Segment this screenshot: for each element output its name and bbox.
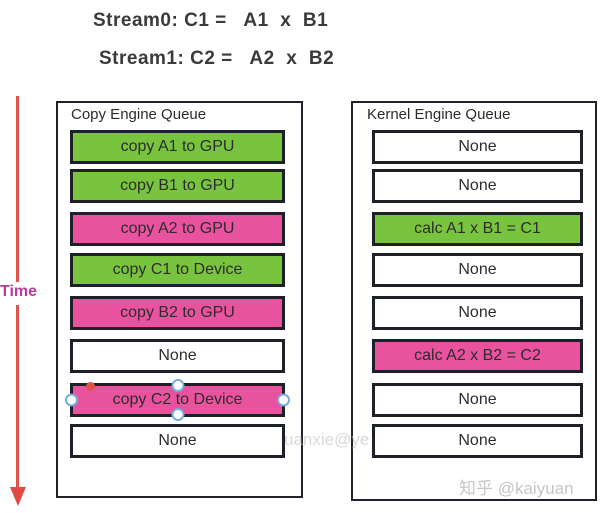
- time-axis-label: Time: [0, 283, 38, 300]
- queue-item-label: None: [458, 138, 497, 155]
- queue-item[interactable]: None: [372, 424, 583, 458]
- watermark-center: uanxie@ye: [284, 430, 370, 449]
- selection-handle-left[interactable]: [65, 393, 78, 407]
- kernel-engine-queue-title: Kernel Engine Queue: [367, 106, 511, 123]
- queue-item[interactable]: copy C1 to Device: [70, 253, 285, 287]
- queue-item-label: None: [158, 432, 197, 449]
- time-arrow-line-lower: [16, 305, 19, 488]
- stream0-equation: Stream0: C1 = A1 x B1: [93, 10, 329, 31]
- queue-item[interactable]: copy B1 to GPU: [70, 169, 285, 203]
- queue-item-label: None: [458, 177, 497, 194]
- stream1-equation: Stream1: C2 = A2 x B2: [99, 48, 335, 69]
- queue-item[interactable]: calc A1 x B1 = C1: [372, 212, 583, 246]
- queue-item-label: copy B1 to GPU: [120, 177, 235, 194]
- queue-item[interactable]: copy B2 to GPU: [70, 296, 285, 330]
- watermark-bottom-right: 知乎 @kaiyuan: [459, 479, 574, 498]
- selection-handle-right[interactable]: [277, 393, 290, 407]
- queue-item-label: copy C2 to Device: [112, 391, 243, 408]
- queue-item-label: calc A2 x B2 = C2: [414, 347, 541, 364]
- copy-engine-queue-panel[interactable]: Copy Engine Queue copy A1 to GPU copy B1 …: [56, 101, 303, 498]
- queue-item-label: calc A1 x B1 = C1: [414, 220, 541, 237]
- queue-item[interactable]: None: [70, 424, 285, 458]
- queue-item[interactable]: calc A2 x B2 = C2: [372, 339, 583, 373]
- queue-item[interactable]: copy A2 to GPU: [70, 212, 285, 246]
- queue-item[interactable]: None: [372, 296, 583, 330]
- queue-item[interactable]: None: [372, 130, 583, 164]
- copy-engine-queue-title: Copy Engine Queue: [71, 106, 207, 123]
- selection-handle-bottom[interactable]: [171, 408, 184, 421]
- queue-item-label: None: [458, 391, 497, 408]
- queue-item-label: None: [458, 304, 497, 321]
- queue-item-label: copy A2 to GPU: [120, 220, 235, 237]
- queue-item[interactable]: None: [372, 169, 583, 203]
- queue-item[interactable]: None: [372, 383, 583, 417]
- rotation-handle-icon[interactable]: [86, 382, 95, 391]
- queue-item-label: copy B2 to GPU: [120, 304, 235, 321]
- selection-handle-top[interactable]: [171, 379, 184, 392]
- queue-item[interactable]: None: [372, 253, 583, 287]
- queue-item-label: None: [458, 261, 497, 278]
- queue-item-selected[interactable]: copy C2 to Device: [65, 379, 290, 421]
- time-arrow-line-upper: [16, 96, 19, 282]
- queue-item-label: None: [458, 432, 497, 449]
- queue-item-label: None: [158, 347, 197, 364]
- queue-item[interactable]: copy A1 to GPU: [70, 130, 285, 164]
- time-arrow-head-icon: [10, 487, 26, 506]
- queue-item-label: copy C1 to Device: [112, 261, 243, 278]
- queue-item[interactable]: None: [70, 339, 285, 373]
- queue-item-label: copy A1 to GPU: [120, 138, 235, 155]
